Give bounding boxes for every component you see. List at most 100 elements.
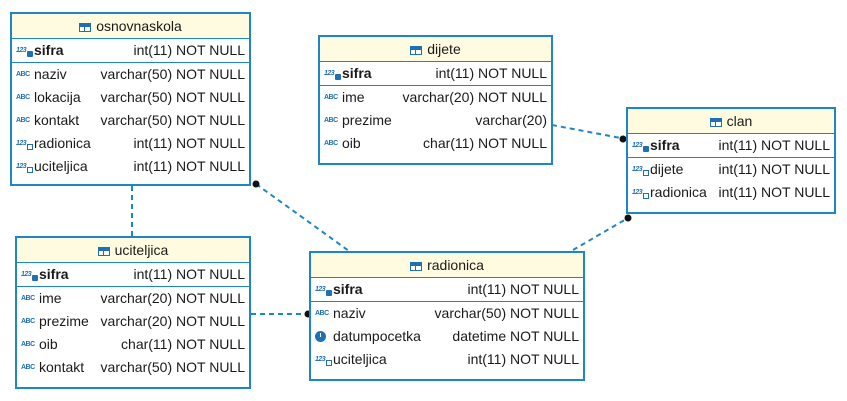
entity-title-label: radionica (427, 257, 484, 273)
column-type: int(11) NOT NULL (133, 135, 245, 151)
column-type: int(11) NOT NULL (133, 266, 245, 282)
numeric-key-icon: 123 (315, 284, 332, 296)
link-radionica-clan[interactable] (572, 217, 629, 251)
column-type: int(11) NOT NULL (718, 161, 830, 177)
column-row[interactable]: ABC naziv varchar(50) NOT NULL (311, 302, 583, 325)
numeric-key-icon: 123 (21, 269, 38, 281)
column-type: char(11) NOT NULL (121, 336, 245, 352)
clock-icon (315, 331, 326, 342)
column-name: prezime (39, 313, 89, 329)
numeric-fk-icon: 123 (632, 187, 649, 199)
column-name: dijete (650, 161, 684, 177)
column-type: varchar(20) NOT NULL (402, 89, 547, 105)
link-end-dot (252, 180, 260, 188)
entity-title[interactable]: clan (628, 109, 834, 134)
link-osnovnaskola-radionica[interactable] (255, 183, 350, 252)
text-icon: ABC (16, 117, 30, 124)
column-name: uciteljica (333, 351, 387, 367)
column-name: naziv (34, 66, 67, 82)
numeric-fk-icon: 123 (16, 138, 33, 150)
column-name: sifra (342, 65, 372, 81)
entity-title[interactable]: radionica (311, 253, 583, 278)
column-row[interactable]: ABC naziv varchar(50) NOT NULL (12, 63, 249, 86)
numeric-fk-icon: 123 (315, 354, 332, 366)
column-type: varchar(50) NOT NULL (100, 66, 245, 82)
column-type: varchar(20) (475, 112, 547, 128)
column-type: varchar(50) NOT NULL (100, 112, 245, 128)
table-icon (410, 262, 423, 271)
column-type: int(11) NOT NULL (435, 65, 547, 81)
text-icon: ABC (324, 94, 338, 101)
entity-title[interactable]: dijete (320, 37, 551, 62)
text-icon: ABC (21, 341, 35, 348)
entity-title[interactable]: osnovnaskola (12, 14, 249, 39)
column-type: int(11) NOT NULL (467, 351, 579, 367)
column-name: kontakt (34, 112, 80, 128)
column-type: varchar(20) NOT NULL (100, 313, 245, 329)
column-type: int(11) NOT NULL (718, 184, 830, 200)
entity-title-label: uciteljica (114, 242, 169, 258)
column-type: datetime NOT NULL (452, 328, 579, 344)
entity-title-label: dijete (427, 41, 461, 57)
column-type: varchar(50) NOT NULL (100, 89, 245, 105)
numeric-key-icon: 123 (324, 68, 341, 80)
column-name: ime (342, 89, 365, 105)
column-row[interactable]: datumpocetka datetime NOT NULL (311, 325, 583, 348)
table-icon (709, 118, 722, 127)
column-type: int(11) NOT NULL (718, 137, 830, 153)
column-type: varchar(50) NOT NULL (434, 305, 579, 321)
table-icon (79, 23, 92, 32)
table-icon (410, 46, 423, 55)
column-name: radionica (650, 184, 707, 200)
column-name: sifra (34, 42, 64, 58)
entity-title[interactable]: uciteljica (17, 238, 249, 263)
column-type: int(11) NOT NULL (133, 158, 245, 174)
text-icon: ABC (21, 364, 35, 371)
entity-title-label: osnovnaskola (96, 18, 182, 34)
column-name: datumpocetka (333, 328, 421, 344)
column-row[interactable]: ABC prezime varchar(20) NOT NULL (17, 310, 249, 333)
text-icon: ABC (16, 71, 30, 78)
numeric-key-icon: 123 (16, 45, 33, 57)
numeric-fk-icon: 123 (16, 161, 33, 173)
column-name: kontakt (39, 359, 85, 375)
column-name: sifra (39, 266, 69, 282)
column-row[interactable]: ABC ime varchar(20) NOT NULL (320, 86, 551, 109)
column-name: sifra (650, 137, 680, 153)
column-name: prezime (342, 112, 392, 128)
column-name: oib (342, 135, 361, 151)
column-row[interactable]: ABC kontakt varchar(50) NOT NULL (12, 109, 249, 132)
link-end-dot (624, 214, 632, 222)
link-dijete-clan[interactable] (551, 124, 627, 140)
text-icon: ABC (21, 318, 35, 325)
text-icon: ABC (315, 310, 329, 317)
text-icon: ABC (16, 94, 30, 101)
column-name: uciteljica (34, 158, 88, 174)
numeric-key-icon: 123 (632, 140, 649, 152)
text-icon: ABC (21, 295, 35, 302)
column-name: sifra (333, 281, 363, 297)
column-name: naziv (333, 305, 366, 321)
column-type: char(11) NOT NULL (423, 135, 547, 151)
